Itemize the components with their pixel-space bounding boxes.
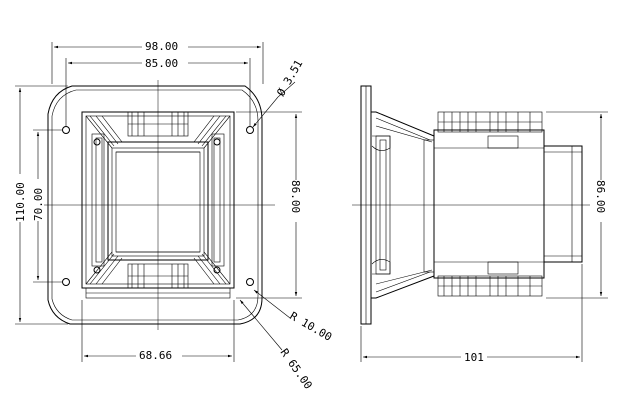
dim-width-inner: 85.00 xyxy=(145,57,178,70)
dim-width-bottom: 68.66 xyxy=(139,349,172,362)
mounting-hole-br xyxy=(246,278,254,286)
dim-height-throat: 86.00 xyxy=(289,180,302,213)
flange-outline xyxy=(47,85,263,325)
dim-radius-small: R 10.00 xyxy=(288,309,335,343)
dim-height-outer: 110.00 xyxy=(14,182,27,222)
front-view: 98.00 85.00 110.00 70.00 86.00 Ø 3.51 R … xyxy=(14,40,334,392)
mounting-hole-bl xyxy=(62,278,70,286)
dim-hole-diameter: Ø 3.51 xyxy=(274,58,305,99)
dim-side-height: 86.00 xyxy=(594,180,607,213)
dim-side-depth: 101 xyxy=(464,351,484,364)
dim-width-outer: 98.00 xyxy=(145,40,178,53)
mounting-hole-tl xyxy=(62,126,70,134)
side-driver-body xyxy=(433,111,545,297)
side-magnet xyxy=(543,145,583,263)
side-view: 86.00 101 xyxy=(352,85,608,364)
dim-height-inner: 70.00 xyxy=(32,188,45,221)
mounting-hole-tr xyxy=(246,126,254,134)
dim-radius-large: R 65.00 xyxy=(278,346,315,391)
